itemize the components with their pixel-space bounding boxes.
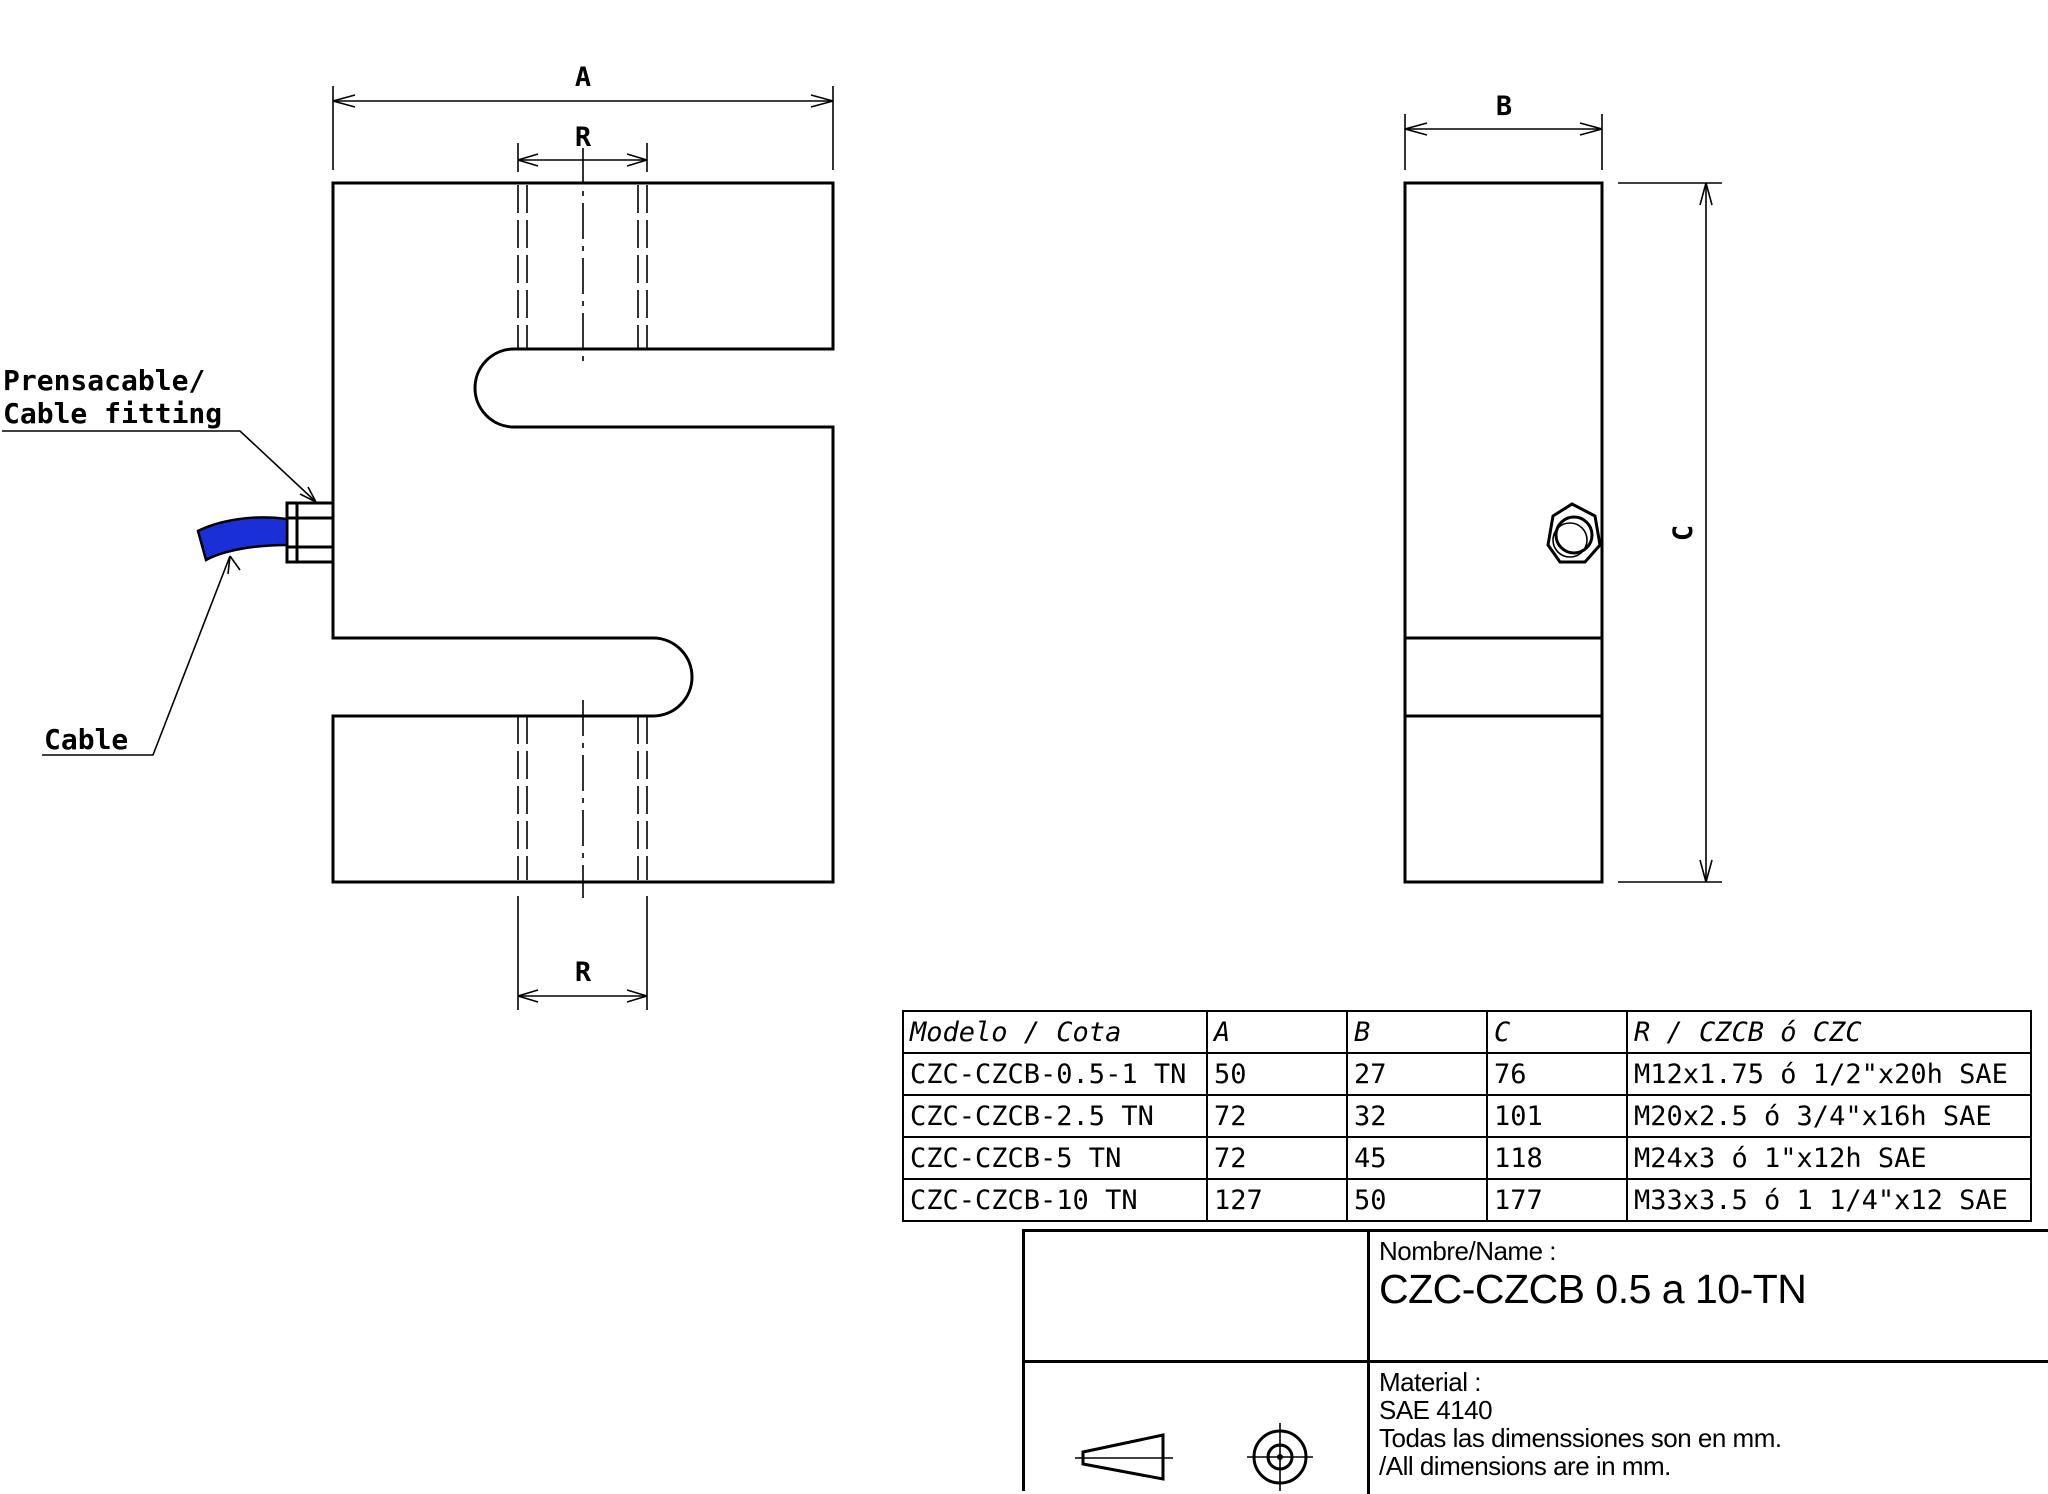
hidden-thread-top [517,148,648,365]
name-value: CZC-CZCB 0.5 a 10-TN [1379,1266,1807,1312]
cell-a: 72 [1206,1136,1348,1180]
cell-model: CZC-CZCB-0.5-1 TN [902,1052,1208,1096]
header-b: B [1346,1010,1488,1054]
first-angle-projection-icon [1075,1423,1313,1491]
table-row: CZC-CZCB-10 TN 127 50 177 M33x3.5 ó 1 1/… [902,1178,2032,1222]
units-note-en: /All dimensions are in mm. [1379,1451,1671,1481]
cell-b: 27 [1346,1052,1488,1096]
dim-b-label: B [1496,91,1512,122]
dimension-c: C [1618,182,1722,883]
cell-r: M24x3 ó 1"x12h SAE [1626,1136,2032,1180]
header-model: Modelo / Cota [902,1010,1208,1054]
cable-fitting-label-2: Cable fitting [3,397,222,430]
cable [196,516,289,562]
cell-a: 50 [1206,1052,1348,1096]
title-block: Nombre/Name : CZC-CZCB 0.5 a 10-TN Mater… [1022,1229,2048,1494]
cell-r: M33x3.5 ó 1 1/4"x12 SAE [1626,1178,2032,1222]
cell-b: 32 [1346,1094,1488,1138]
table-row: CZC-CZCB-5 TN 72 45 118 M24x3 ó 1"x12h S… [902,1136,2032,1180]
hidden-thread-bottom [517,700,648,898]
dim-r-top-label: R [575,122,592,153]
material-value: SAE 4140 [1379,1395,1493,1425]
table-row: CZC-CZCB-0.5-1 TN 50 27 76 M12x1.75 ó 1/… [902,1052,2032,1096]
cell-c: 76 [1486,1052,1628,1096]
dimension-r-top: R [517,122,648,172]
front-view: A R R [2,62,835,1010]
cell-model: CZC-CZCB-2.5 TN [902,1094,1208,1138]
dim-c-label: C [1668,525,1699,541]
material-label: Material : [1379,1367,1481,1397]
dimension-a: A [332,62,834,170]
header-r: R / CZCB ó CZC [1626,1010,2032,1054]
dimensions-table: Modelo / Cota A B C R / CZCB ó CZC CZC-C… [902,1010,2032,1222]
cell-c: 177 [1486,1178,1628,1222]
cell-r: M20x2.5 ó 3/4"x16h SAE [1626,1094,2032,1138]
cell-a: 127 [1206,1178,1348,1222]
cable-fitting [285,501,335,564]
cell-c: 118 [1486,1136,1628,1180]
dim-a-label: A [575,62,591,93]
cell-a: 72 [1206,1094,1348,1138]
title-block-divider-horizontal [1025,1360,2048,1363]
dimension-r-bottom: R [517,896,648,1010]
header-a: A [1206,1010,1348,1054]
table-header-row: Modelo / Cota A B C R / CZCB ó CZC [902,1010,2032,1054]
side-view: B C [1403,91,1722,884]
cable-label: Cable [44,723,128,756]
units-note-es: Todas las dimenssiones son en mm. [1379,1423,1782,1453]
dimension-b: B [1404,91,1603,170]
cell-b: 45 [1346,1136,1488,1180]
leader-cable-fitting [2,430,317,503]
cable-fitting-label-1: Prensacable/ [3,364,205,397]
leader-cable [42,555,241,756]
cell-c: 101 [1486,1094,1628,1138]
cell-model: CZC-CZCB-10 TN [902,1178,1208,1222]
title-block-divider-vertical [1367,1232,1370,1494]
name-label: Nombre/Name : [1379,1236,1557,1266]
cell-r: M12x1.75 ó 1/2"x20h SAE [1626,1052,2032,1096]
header-c: C [1486,1010,1628,1054]
table-row: CZC-CZCB-2.5 TN 72 32 101 M20x2.5 ó 3/4"… [902,1094,2032,1138]
s-beam-outline [331,181,835,884]
side-view-outline [1403,181,1604,884]
cell-b: 50 [1346,1178,1488,1222]
cell-model: CZC-CZCB-5 TN [902,1136,1208,1180]
hex-nut-icon [1546,502,1602,564]
dim-r-bottom-label: R [575,957,592,988]
